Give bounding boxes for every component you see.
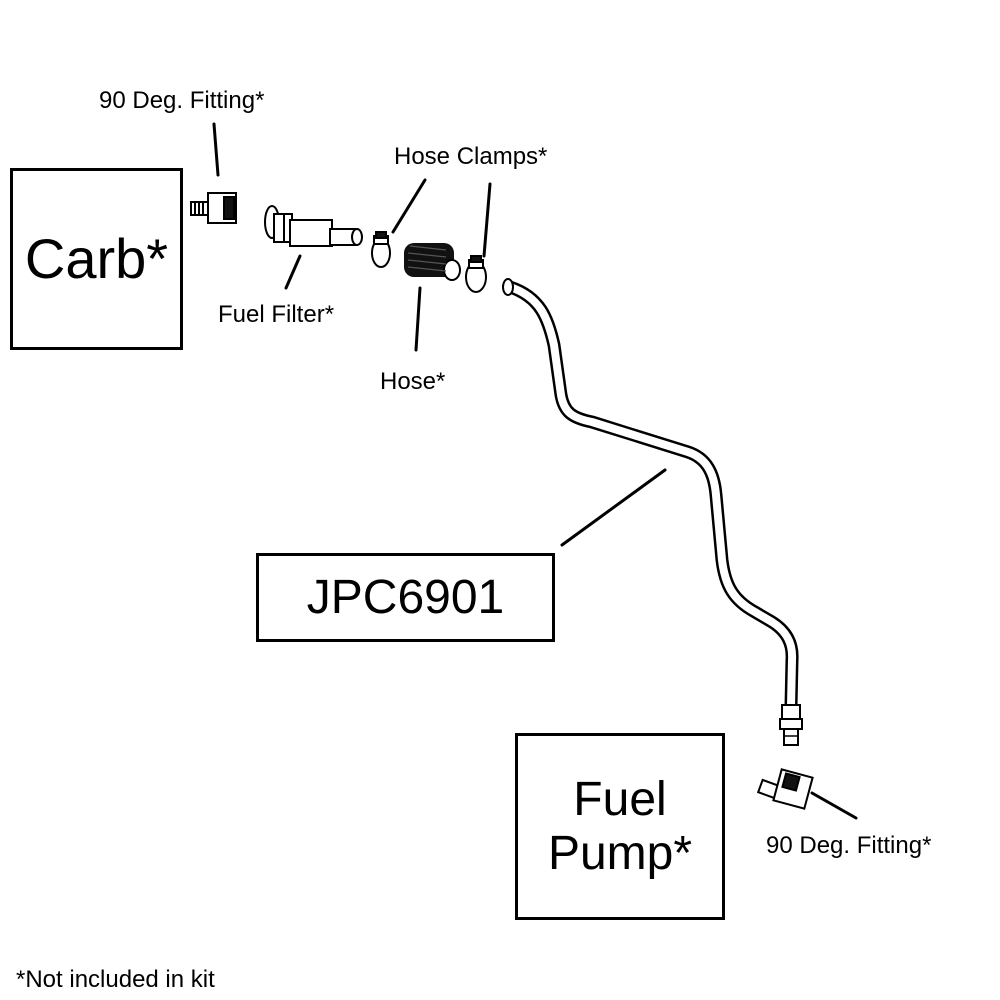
footnote: *Not included in kit: [16, 966, 215, 993]
leader-fuel-filter: [284, 254, 302, 290]
carb-label: Carb*: [24, 226, 169, 290]
carb-box: Carb*: [10, 168, 183, 350]
fuel-pump-label-line2: Pump*: [547, 826, 693, 880]
fuel-pump-label-line1: Fuel: [573, 772, 667, 826]
leader-part-number: [560, 468, 667, 547]
hose-clamps-label: Hose Clamps*: [394, 143, 548, 170]
leader-fitting-top: [212, 122, 220, 177]
fitting-bottom-label: 90 Deg. Fitting*: [766, 832, 932, 859]
hose-label: Hose*: [380, 368, 446, 395]
hose-clamp-right-icon: [465, 255, 487, 293]
part-number-label: JPC6901: [306, 570, 505, 624]
fuel-filter-label: Fuel Filter*: [218, 301, 335, 328]
leader-hose-clamp-right: [482, 182, 492, 258]
fuel-filter-icon: [264, 205, 363, 247]
fitting-top-label: 90 Deg. Fitting*: [99, 87, 265, 114]
hose-icon: [404, 243, 461, 281]
fuel-pump-box: Fuel Pump*: [515, 733, 725, 920]
fitting-bottom-icon: [756, 768, 814, 810]
leader-fitting-bottom: [810, 791, 858, 820]
leader-hose: [414, 286, 422, 352]
leader-hose-clamp-left: [391, 178, 427, 234]
fitting-top-icon: [190, 192, 237, 224]
hose-clamp-left-icon: [371, 231, 391, 268]
part-number-box: JPC6901: [256, 553, 555, 642]
fuel-line-tube: [502, 278, 803, 746]
